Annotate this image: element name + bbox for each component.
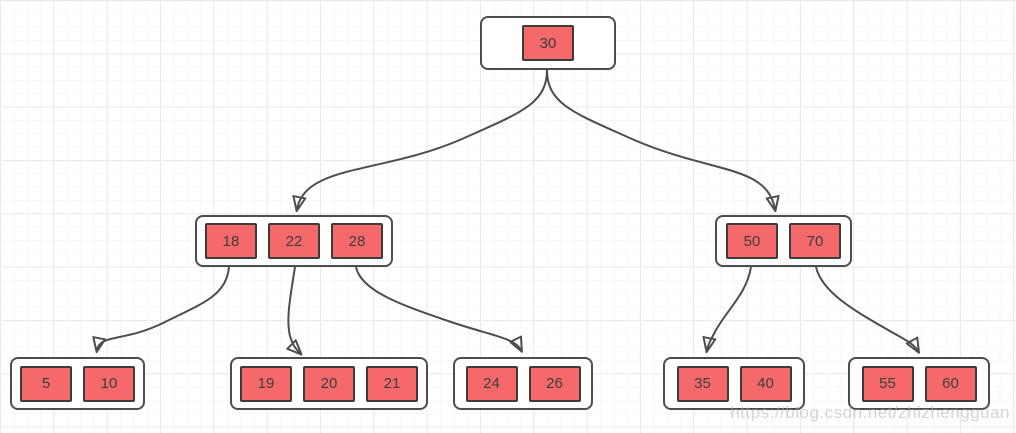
btree-node-internal-right: 50 70 (715, 215, 852, 267)
btree-node-root: 30 (480, 16, 616, 70)
btree-node-leaf-1: 5 10 (10, 357, 145, 410)
edge-internal-left-to-leaf-3 (355, 266, 521, 350)
btree-node-internal-left: 18 22 28 (195, 215, 393, 267)
btree-node-leaf-4: 35 40 (663, 357, 805, 410)
tree-key-18: 18 (205, 223, 257, 259)
tree-key-10: 10 (83, 365, 135, 402)
tree-key-5: 5 (20, 365, 72, 402)
tree-key-21: 21 (366, 365, 418, 402)
tree-key-22: 22 (268, 223, 320, 259)
edge-internal-left-to-leaf-2 (288, 266, 300, 353)
tree-key-50: 50 (726, 223, 778, 259)
edges (97, 69, 918, 353)
edge-root-to-internal-right (546, 69, 775, 209)
tree-key-40: 40 (739, 365, 792, 402)
tree-key-26: 26 (528, 365, 581, 402)
tree-key-24: 24 (465, 365, 518, 402)
edge-internal-left-to-leaf-1 (97, 266, 230, 350)
btree-node-leaf-5: 55 60 (848, 357, 990, 410)
edge-root-to-internal-left (297, 69, 548, 209)
tree-key-55: 55 (861, 365, 914, 402)
tree-key-19: 19 (240, 365, 292, 402)
tree-key-28: 28 (331, 223, 383, 259)
tree-key-30: 30 (522, 25, 574, 61)
tree-key-20: 20 (303, 365, 355, 402)
btree-node-leaf-3: 24 26 (453, 357, 593, 410)
edge-internal-right-to-leaf-5 (815, 266, 918, 351)
tree-key-70: 70 (789, 223, 841, 259)
tree-key-60: 60 (924, 365, 977, 402)
btree-node-leaf-2: 19 20 21 (230, 357, 428, 410)
edge-internal-right-to-leaf-4 (707, 266, 752, 350)
tree-key-35: 35 (676, 365, 729, 402)
watermark: https://blog.csdn.net/zhizhengguan (730, 403, 1010, 422)
